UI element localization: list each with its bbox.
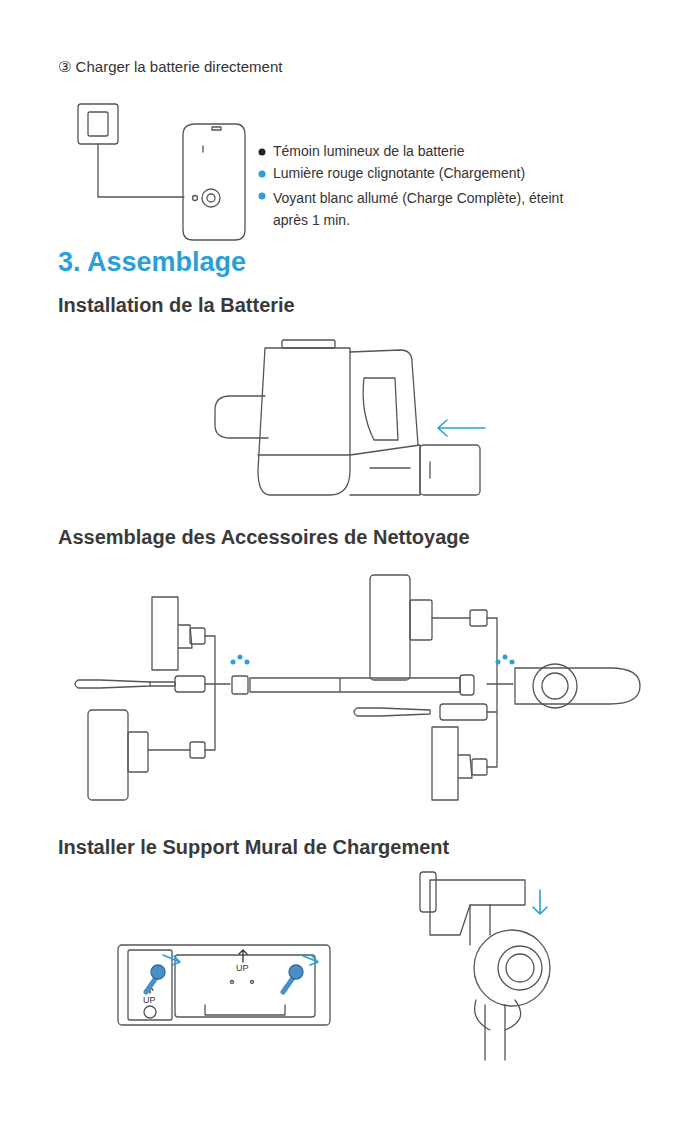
section-heading: Installation de la Batterie [58, 293, 295, 318]
section-title: 3. Assemblage [58, 246, 246, 280]
callout-label: Témoin lumineux de la batterie [273, 143, 464, 161]
section-heading: Assemblage des Accessoires de Nettoyage [58, 525, 470, 550]
vacuum-body [215, 340, 485, 495]
status-label: Lumière rouge clignotante (Chargement) [273, 165, 525, 183]
section-heading: Installer le Support Mural de Chargement [58, 835, 449, 860]
step-heading: ③ Charger la batterie directement [58, 58, 282, 77]
status-label: Voyant blanc allumé (Charge Complète), é… [273, 187, 573, 231]
charger-battery [78, 104, 266, 240]
accessories [75, 575, 640, 800]
up-marker: UP [143, 995, 156, 1005]
wall-mount [118, 872, 550, 1060]
up-marker: UP [236, 963, 249, 973]
